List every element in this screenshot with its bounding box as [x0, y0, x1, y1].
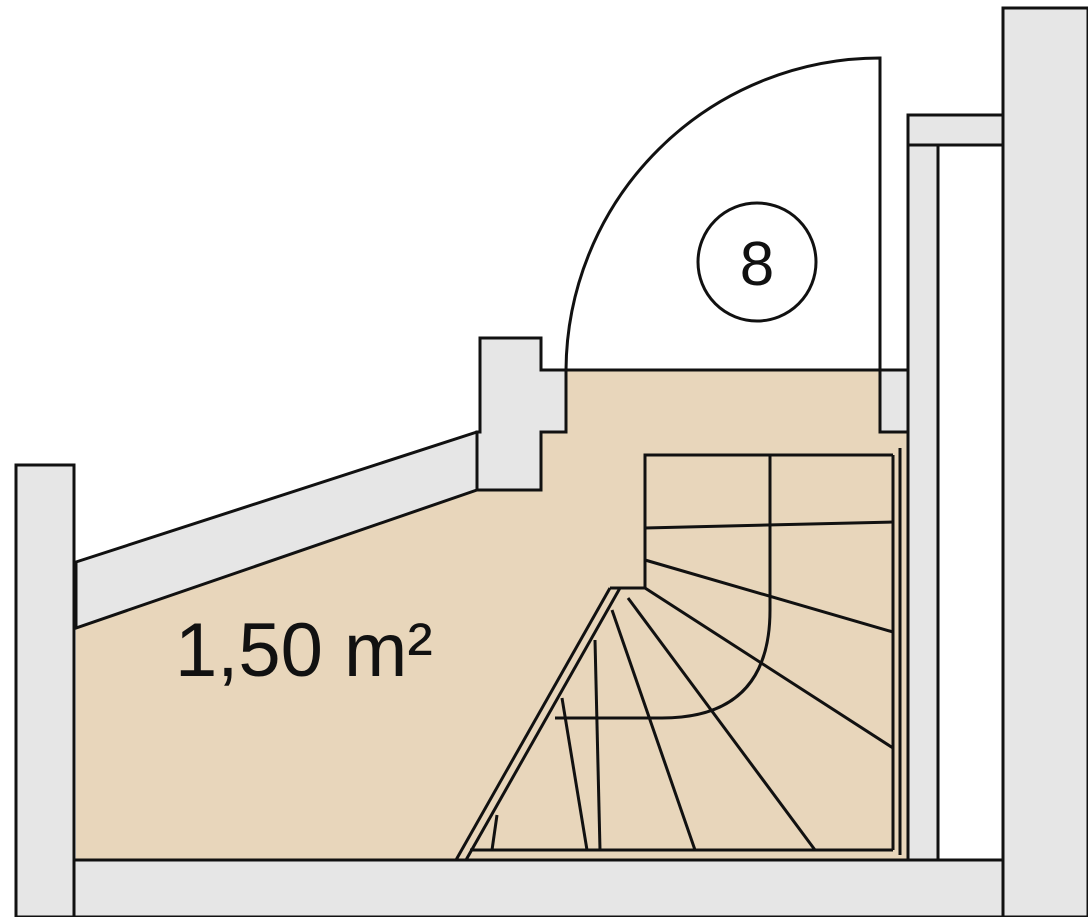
wall-pier: [475, 336, 568, 492]
left-wall: [14, 463, 76, 917]
right-inner-wall: [906, 113, 940, 862]
area-label: 1,50 m²: [175, 608, 433, 693]
door-number-circle: [696, 201, 818, 323]
right-outer-wall: [1001, 6, 1088, 917]
door-swing: [564, 56, 882, 371]
room-floor: [76, 370, 908, 860]
bottom-wall: [14, 858, 1005, 917]
staircase: [454, 448, 902, 861]
door-jamb: [878, 368, 910, 434]
right-inner-wall-cap: [906, 113, 1005, 147]
door-number: 8: [740, 230, 774, 299]
